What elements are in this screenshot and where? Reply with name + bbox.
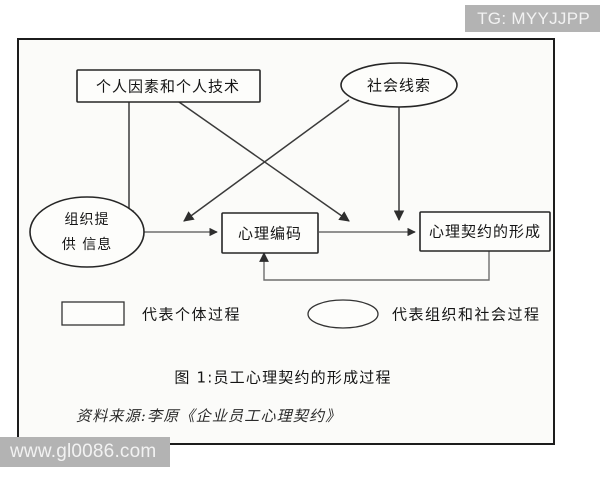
node-personal-factors-label: 个人因素和个人技术 — [96, 78, 240, 96]
node-social-cues-label: 社会线索 — [367, 77, 431, 95]
figure-caption: 图 1:员工心理契约的形成过程 — [174, 369, 391, 387]
node-org-information-shape — [29, 196, 145, 268]
figure-source: 资料来源:李原《企业员工心理契约》 — [76, 407, 341, 425]
node-psychological-encoding-shape — [221, 212, 319, 254]
legend-item-organizational: 代表组织和社会过程 — [307, 299, 541, 329]
node-personal-factors-shape — [76, 69, 261, 103]
node-contract-formation-shape — [419, 211, 551, 252]
legend-rectangle-symbol — [61, 301, 125, 326]
node-org-information[interactable]: 组织提 供 信息 — [29, 196, 145, 268]
legend-item-organizational-label: 代表组织和社会过程 — [392, 306, 541, 324]
node-social-cues-shape — [340, 62, 458, 108]
node-social-cues[interactable]: 社会线索 — [340, 62, 458, 108]
psychological-contract-diagram: 个人因素和个人技术 社会线索 组织提 供 信息 心理编码 心理契约的形成 — [29, 62, 551, 425]
node-psychological-encoding-label: 心理编码 — [238, 225, 302, 243]
legend-item-individual-label: 代表个体过程 — [142, 306, 241, 324]
node-org-information-label-line2: 供 信息 — [62, 236, 112, 253]
watermark-top-right: TG: MYYJJPP — [465, 5, 600, 32]
node-personal-factors[interactable]: 个人因素和个人技术 — [76, 69, 261, 103]
node-org-information-label-line1: 组织提 — [65, 212, 110, 228]
edge-feedback-loop — [259, 251, 490, 281]
edge-social-to-encoding — [183, 99, 350, 222]
figure-frame: 个人因素和个人技术 社会线索 组织提 供 信息 心理编码 心理契约的形成 — [17, 38, 555, 445]
legend-ellipse-symbol — [307, 299, 379, 329]
legend-item-individual: 代表个体过程 — [61, 301, 241, 326]
node-contract-formation-label: 心理契约的形成 — [429, 223, 541, 241]
watermark-bottom-left: www.gl0086.com — [0, 437, 171, 467]
node-psychological-encoding[interactable]: 心理编码 — [221, 212, 319, 254]
node-contract-formation[interactable]: 心理契约的形成 — [419, 211, 551, 252]
